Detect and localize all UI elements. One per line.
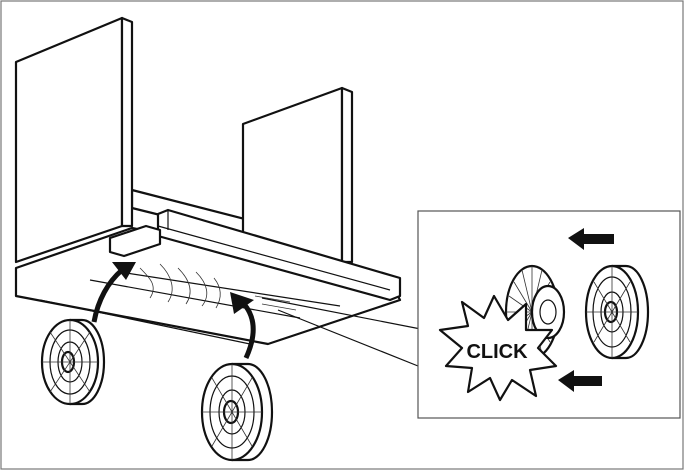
carbon-filter-left bbox=[40, 318, 106, 406]
hood-assembly bbox=[14, 16, 402, 346]
click-starburst: CLICK bbox=[438, 294, 558, 402]
carbon-filter-center bbox=[200, 362, 274, 462]
carbon-filter-inset bbox=[584, 264, 650, 360]
detail-inset: CLICK bbox=[261, 210, 681, 419]
left-arrow-icon bbox=[558, 370, 602, 392]
up-curved-arrow-icon bbox=[230, 292, 256, 360]
up-curved-arrow-icon bbox=[91, 262, 136, 323]
left-arrow-icon bbox=[568, 228, 614, 250]
click-label: CLICK bbox=[466, 341, 528, 363]
